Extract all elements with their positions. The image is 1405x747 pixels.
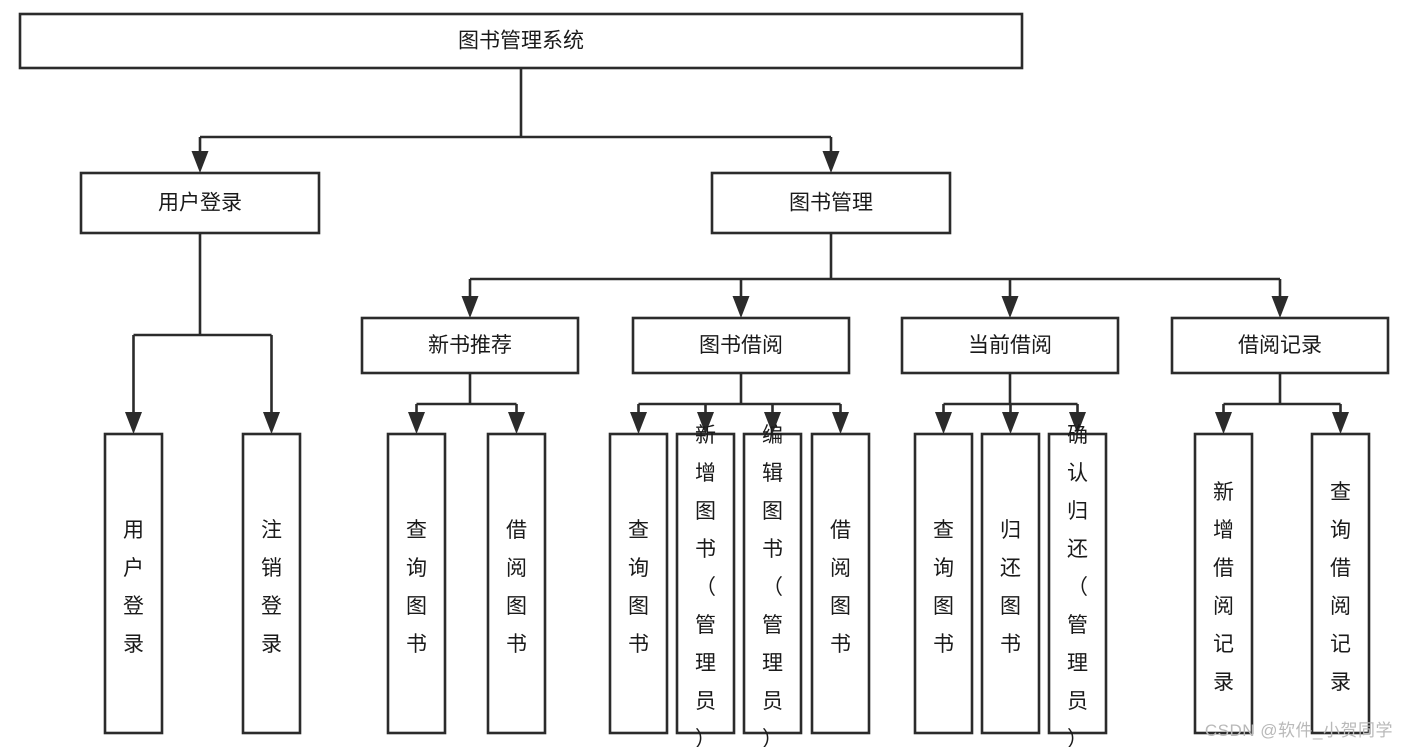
arrow-head-icon	[461, 296, 479, 318]
node-label: 编辑图书（管理员）	[762, 424, 783, 747]
node-n-record[interactable]: 借阅记录	[1170, 316, 1390, 375]
node-box	[675, 432, 736, 735]
node-root[interactable]: 图书管理系统	[18, 12, 1024, 70]
node-l-rec-query[interactable]: 查询借阅记录	[1310, 432, 1371, 735]
node-l-bw-lend[interactable]: 借阅图书	[810, 432, 871, 735]
node-label: 查询图书	[406, 519, 427, 656]
node-box	[710, 171, 952, 235]
watermark-text: CSDN @软件_小贺同学	[1204, 721, 1393, 740]
node-n-bookmgr[interactable]: 图书管理	[710, 171, 952, 235]
arrow-head-icon	[732, 296, 750, 318]
node-label: 新增图书（管理员）	[695, 424, 716, 747]
arrow-head-icon	[1002, 412, 1019, 434]
arrow-head-icon	[1332, 412, 1349, 434]
node-box	[1193, 432, 1254, 735]
node-l-bw-add[interactable]: 新增图书（管理员）	[675, 424, 736, 747]
arrow-head-icon	[125, 412, 142, 434]
node-box	[900, 316, 1120, 375]
node-label: 图书管理系统	[458, 30, 584, 53]
node-box	[980, 432, 1041, 735]
node-box	[1047, 432, 1108, 735]
arrow-head-icon	[408, 412, 425, 434]
node-label: 当前借阅	[968, 334, 1052, 357]
node-label: 注销登录	[261, 519, 282, 656]
node-n-current[interactable]: 当前借阅	[900, 316, 1120, 375]
node-label: 归还图书	[1000, 519, 1021, 656]
arrow-head-icon	[1271, 296, 1289, 318]
node-n-borrow[interactable]: 图书借阅	[631, 316, 851, 375]
arrow-head-icon	[630, 412, 647, 434]
node-label: 查询图书	[628, 519, 649, 656]
node-l-nb-borrow[interactable]: 借阅图书	[486, 432, 547, 735]
node-l-nb-query[interactable]: 查询图书	[386, 432, 447, 735]
node-l-bw-edit[interactable]: 编辑图书（管理员）	[742, 424, 803, 747]
node-label: 借阅图书	[506, 519, 527, 656]
node-label: 用户登录	[123, 519, 144, 656]
node-label: 借阅记录	[1238, 334, 1322, 357]
node-l-userlogin[interactable]: 用户登录	[103, 432, 164, 735]
node-label: 查询借阅记录	[1330, 481, 1351, 694]
node-box	[386, 432, 447, 735]
node-box	[79, 171, 321, 235]
arrow-head-icon	[764, 412, 781, 434]
node-box	[913, 432, 974, 735]
node-box	[103, 432, 164, 735]
arrow-head-icon	[822, 151, 840, 173]
node-box	[241, 432, 302, 735]
node-layer: 图书管理系统用户登录图书管理新书推荐图书借阅当前借阅借阅记录用户登录注销登录查询…	[18, 12, 1390, 747]
node-label: 借阅图书	[830, 519, 851, 656]
connector-layer	[125, 68, 1349, 434]
node-l-bw-query[interactable]: 查询图书	[608, 432, 669, 735]
node-n-newbook[interactable]: 新书推荐	[360, 316, 580, 375]
node-l-cur-confirm[interactable]: 确认归还（管理员）	[1047, 424, 1108, 747]
node-label: 图书管理	[789, 192, 873, 215]
node-label: 新增借阅记录	[1213, 481, 1234, 694]
arrow-head-icon	[508, 412, 525, 434]
node-box	[1310, 432, 1371, 735]
node-n-login[interactable]: 用户登录	[79, 171, 321, 235]
node-box	[608, 432, 669, 735]
arrow-head-icon	[697, 412, 714, 434]
node-box	[742, 432, 803, 735]
node-l-cur-return[interactable]: 归还图书	[980, 432, 1041, 735]
node-box	[631, 316, 851, 375]
arrow-head-icon	[1001, 296, 1019, 318]
node-box	[18, 12, 1024, 70]
node-l-rec-add[interactable]: 新增借阅记录	[1193, 432, 1254, 735]
arrow-head-icon	[263, 412, 280, 434]
arrow-head-icon	[191, 151, 209, 173]
node-l-cur-query[interactable]: 查询图书	[913, 432, 974, 735]
arrow-head-icon	[935, 412, 952, 434]
arrow-head-icon	[1069, 412, 1086, 434]
node-label: 查询图书	[933, 519, 954, 656]
node-label: 用户登录	[158, 192, 242, 215]
node-box	[1170, 316, 1390, 375]
arrow-head-icon	[1215, 412, 1232, 434]
node-label: 图书借阅	[699, 334, 783, 357]
node-label: 确认归还（管理员）	[1067, 424, 1088, 747]
node-box	[486, 432, 547, 735]
node-box	[810, 432, 871, 735]
node-box	[360, 316, 580, 375]
node-label: 新书推荐	[428, 334, 512, 357]
arrow-head-icon	[832, 412, 849, 434]
node-l-logout[interactable]: 注销登录	[241, 432, 302, 735]
